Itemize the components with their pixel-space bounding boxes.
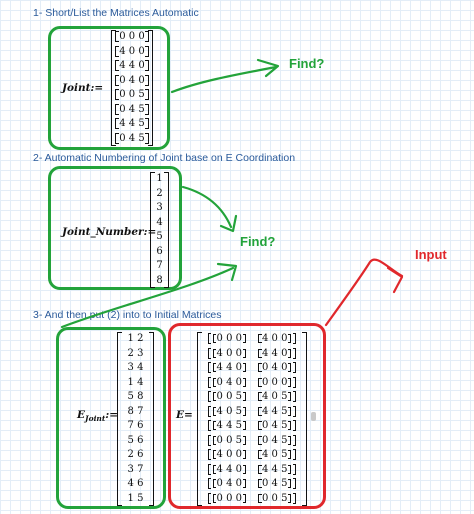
e-matrix-row: 4 4 5 0 4 5 <box>198 419 306 434</box>
e-matrix-row: 4 4 0 0 4 0 <box>198 361 306 376</box>
e-matrix-cell: 0 0 5 <box>258 493 292 503</box>
e-joint-highlight-box <box>56 327 166 509</box>
find-annotation-2: Find? <box>240 234 276 249</box>
e-matrix-row: 0 4 0 0 4 5 <box>198 477 306 492</box>
e-matrix-cell: 0 0 5 <box>212 435 246 445</box>
e-joint-matrix-row: 8 7 <box>127 405 144 417</box>
e-matrix-row-bracket: 4 0 0 4 4 0 <box>207 347 297 359</box>
e-matrix-row-bracket: 0 0 5 0 4 5 <box>207 434 297 446</box>
e-matrix-cell: 4 0 0 <box>258 334 292 344</box>
e-matrix-cell: 0 0 5 <box>212 392 246 402</box>
arrow-find-to-e-joint-head <box>216 262 238 282</box>
e-matrix-cell: 0 0 0 <box>258 377 292 387</box>
find-annotation-1: Find? <box>289 56 325 71</box>
e-joint-matrix: 1 2 2 3 3 4 1 4 5 8 8 7 7 6 5 6 2 6 3 7 4 6 1 5 <box>117 332 154 506</box>
matrix-resize-handle[interactable] <box>311 412 316 421</box>
arrow-joint-to-find-head <box>256 58 280 78</box>
e-matrix-row: 0 4 0 0 0 0 <box>198 376 306 391</box>
joint-highlight-box <box>48 26 170 150</box>
e-matrix-cell: 4 4 0 <box>212 363 246 373</box>
e-label: E= <box>176 409 193 421</box>
e-matrix-row-bracket: 4 0 0 4 0 5 <box>207 449 297 460</box>
e-matrix-cell: 0 4 0 <box>212 377 246 387</box>
e-joint-label-main: E <box>77 409 86 421</box>
e-matrix-cell: 4 0 5 <box>258 450 292 460</box>
e-matrix-cell: 4 4 5 <box>212 421 246 431</box>
e-joint-matrix-row: 5 8 <box>127 391 144 402</box>
e-matrix-row: 0 0 5 0 4 5 <box>198 434 306 449</box>
section-1-heading: 1- Short/List the Matrices Automatic <box>33 7 199 19</box>
joint-number-matrix-row: 6 <box>156 245 163 257</box>
e-matrix-row-bracket: 4 4 0 4 4 5 <box>207 463 297 475</box>
joint-number-matrix-row: 7 <box>156 260 163 271</box>
e-matrix-cell: 4 0 5 <box>212 406 246 416</box>
e-matrix-cell: 0 4 0 <box>258 363 292 373</box>
e-joint-matrix-row: 2 6 <box>127 449 144 460</box>
section-3-heading: 3- And then put (2) into to Initial Matr… <box>33 309 222 321</box>
joint-number-matrix-row: 8 <box>156 274 163 286</box>
e-matrix-row-bracket: 0 0 5 4 0 5 <box>207 391 297 402</box>
e-matrix-row: 4 4 0 4 4 5 <box>198 463 306 478</box>
e-matrix-cell: 0 0 0 <box>212 334 246 344</box>
e-joint-matrix-row: 5 6 <box>127 434 144 446</box>
e-matrix: 0 0 0 4 0 0 4 0 0 4 4 0 4 4 0 0 4 0 0 4 0 0 0 0… <box>197 332 307 506</box>
section-2-heading: 2- Automatic Numbering of Joint base on … <box>33 152 296 164</box>
input-annotation: Input <box>415 247 447 262</box>
e-matrix-row: 0 0 0 4 0 0 <box>198 332 306 347</box>
arrow-e-to-input <box>324 258 404 327</box>
e-joint-label-assign: := <box>105 409 119 421</box>
arrow-joint-number-to-find <box>181 185 233 229</box>
arrow-joint-to-find <box>170 65 278 94</box>
e-matrix-cell: 0 0 0 <box>212 493 246 503</box>
e-matrix-row: 4 0 5 4 4 5 <box>198 405 306 420</box>
e-matrix-cell: 4 0 0 <box>212 348 246 358</box>
e-matrix-cell: 4 4 5 <box>258 406 292 416</box>
e-matrix-row: 0 0 0 0 0 5 <box>198 492 306 507</box>
e-highlight-box <box>168 323 326 509</box>
e-joint-label-subscript: Joint <box>85 414 106 423</box>
e-matrix-row-bracket: 4 4 0 0 4 0 <box>207 362 297 373</box>
joint-number-matrix-row: 3 <box>156 202 163 213</box>
e-matrix-cell: 4 4 0 <box>258 348 292 358</box>
e-matrix-cell: 4 4 5 <box>258 464 292 474</box>
joint-label: Joint:= <box>62 82 104 94</box>
arrow-e-to-input-head <box>386 266 404 294</box>
e-joint-matrix-row: 1 5 <box>127 492 144 504</box>
e-matrix-row-bracket: 0 4 0 0 0 0 <box>207 376 297 388</box>
e-joint-matrix-row: 3 7 <box>127 463 144 475</box>
e-matrix-cell: 0 4 0 <box>212 479 246 489</box>
e-joint-matrix-row: 1 2 <box>127 333 144 344</box>
joint-number-matrix-row: 4 <box>156 216 163 228</box>
joint-number-matrix-row: 1 <box>156 173 163 184</box>
e-matrix-row-bracket: 4 4 5 0 4 5 <box>207 420 297 431</box>
arrow-joint-number-to-find-head <box>219 214 238 233</box>
e-joint-matrix-row: 1 4 <box>127 376 144 388</box>
e-joint-matrix-row: 4 6 <box>127 478 144 489</box>
arrow-find-to-e-joint <box>60 266 235 329</box>
joint-number-matrix-row: 5 <box>156 231 163 242</box>
e-matrix-cell: 0 4 5 <box>258 479 292 489</box>
e-matrix-row: 4 0 0 4 0 5 <box>198 448 306 463</box>
joint-number-matrix: 1 2 3 4 5 6 7 8 <box>150 172 169 288</box>
e-matrix-cell: 4 0 5 <box>258 392 292 402</box>
e-matrix-cell: 0 4 5 <box>258 435 292 445</box>
e-joint-label: EJoint:= <box>77 409 118 423</box>
joint-number-matrix-row: 2 <box>156 187 163 199</box>
joint-number-label: Joint_Number:= <box>62 226 157 238</box>
e-matrix-row: 4 0 0 4 4 0 <box>198 347 306 362</box>
e-matrix-row: 0 0 5 4 0 5 <box>198 390 306 405</box>
e-matrix-row-bracket: 0 0 0 0 0 5 <box>207 492 297 504</box>
e-matrix-row-bracket: 4 0 5 4 4 5 <box>207 405 297 417</box>
e-joint-matrix-row: 7 6 <box>127 420 144 431</box>
e-matrix-row-bracket: 0 4 0 0 4 5 <box>207 478 297 489</box>
e-matrix-cell: 4 0 0 <box>212 450 246 460</box>
e-matrix-row-bracket: 0 0 0 4 0 0 <box>207 333 297 344</box>
e-joint-matrix-row: 2 3 <box>127 347 144 359</box>
e-matrix-cell: 0 4 5 <box>258 421 292 431</box>
e-matrix-cell: 4 4 0 <box>212 464 246 474</box>
e-joint-matrix-row: 3 4 <box>127 362 144 373</box>
joint-number-highlight-box <box>48 166 182 290</box>
